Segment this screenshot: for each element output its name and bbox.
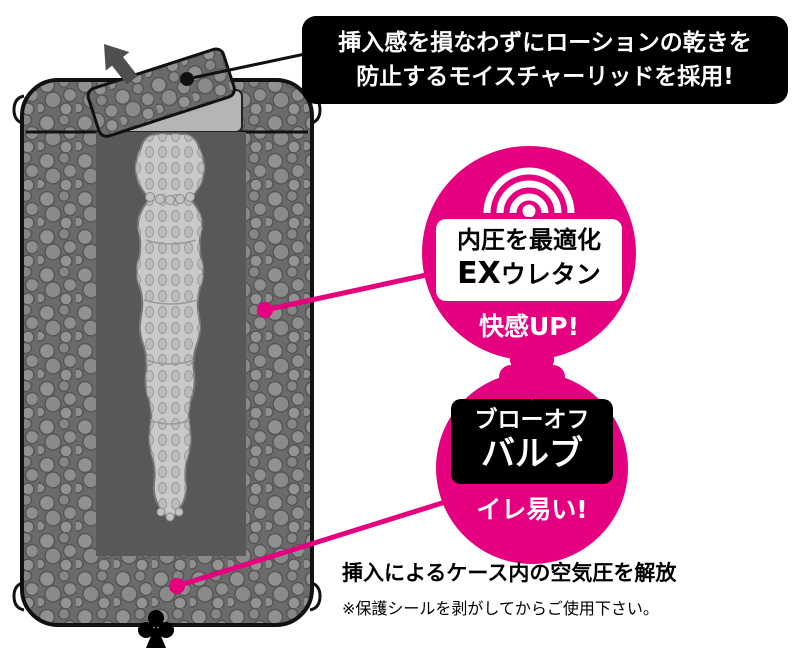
air-puff-icon: [499, 350, 565, 401]
footnote-line2: ※保護シールを剥がしてからご使用下さい。: [342, 599, 659, 618]
pressure-panel-line2-prefix: EX: [457, 256, 501, 291]
inner-sleeve: [134, 133, 206, 522]
case-clip-bottom-left: [12, 581, 25, 612]
valve-connector-line: [169, 485, 491, 594]
pressure-panel-line1: 内圧を最適化: [457, 226, 601, 254]
case-clip-bottom-right: [309, 581, 322, 612]
pressure-panel: 内圧を最適化 EXウレタン: [436, 219, 622, 301]
valve-badge: ブローオフ バルブ イレ易い!: [436, 372, 628, 564]
lid-callout-line2: 防止するモイスチャーリッドを採用!: [356, 64, 734, 90]
lid-callout-line1: 挿入感を損なわずにローションの乾きを: [338, 29, 752, 56]
case-clip-top-left: [12, 94, 25, 125]
pressure-panel-line2-suffix: ウレタン: [500, 260, 601, 289]
lid-callout-box: 挿入感を損なわずにローションの乾きを 防止するモイスチャーリッドを採用!: [302, 16, 788, 104]
lid-connector-line: [180, 52, 306, 86]
lid-arrow-icon: [104, 44, 138, 85]
pressure-badge-caption: 快感UP!: [478, 311, 580, 341]
valve-badge-caption: イレ易い!: [476, 494, 588, 524]
pressure-panel-line2: EXウレタン: [440, 255, 618, 293]
pressure-badge: 内圧を最適化 EXウレタン 快感UP!: [422, 146, 636, 360]
valve-panel: ブローオフ バルブ: [451, 399, 613, 484]
footnote-line1: 挿入によるケース内の空気圧を解放: [342, 561, 677, 585]
valve-panel-line2: バルブ: [481, 433, 583, 474]
valve-clover-icon: [138, 610, 174, 648]
valve-panel-line1: ブローオフ: [474, 407, 590, 433]
pressure-waves-icon: [483, 167, 575, 217]
footnote: 挿入によるケース内の空気圧を解放 ※保護シールを剥がしてからご使用下さい。: [342, 557, 676, 619]
